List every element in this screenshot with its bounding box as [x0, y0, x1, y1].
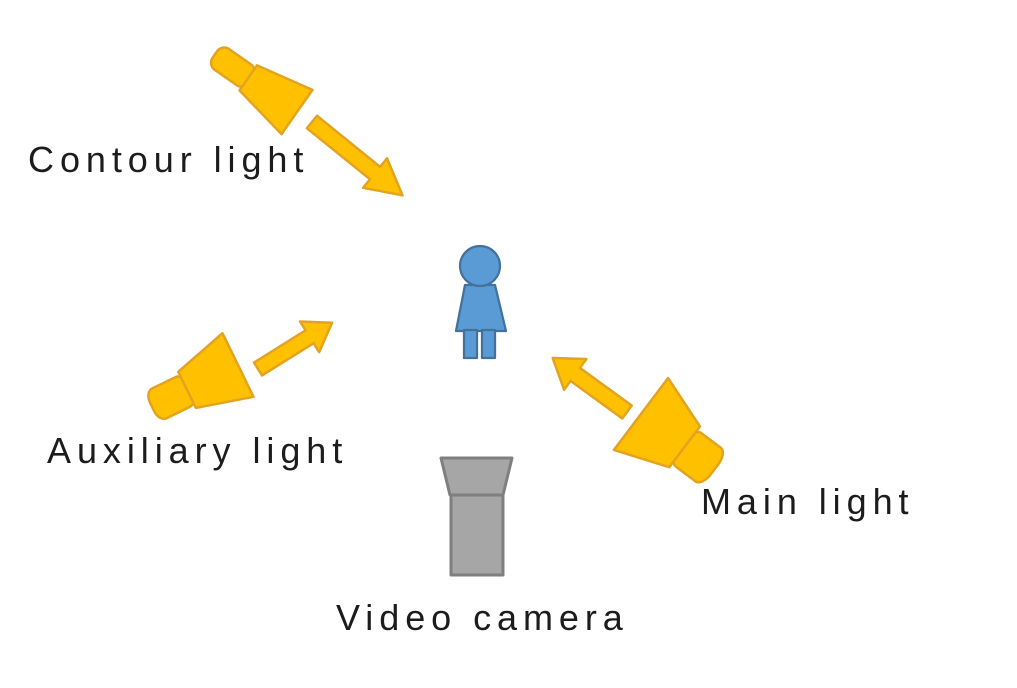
- person-icon: [454, 244, 508, 360]
- auxiliary-spotlight-icon: [135, 331, 255, 441]
- contour-beam-arrow-icon: [298, 105, 416, 212]
- main-beam-arrow-icon: [540, 341, 640, 429]
- video-camera-icon: [439, 456, 514, 577]
- auxiliary-beam-arrow-icon: [247, 306, 343, 386]
- main-light-label: Main light: [701, 481, 915, 522]
- auxiliary-light-label: Auxiliary light: [47, 430, 349, 471]
- video-camera-label: Video camera: [336, 597, 629, 638]
- contour-light-label: Contour light: [28, 139, 310, 180]
- contour-spotlight-icon: [198, 31, 314, 136]
